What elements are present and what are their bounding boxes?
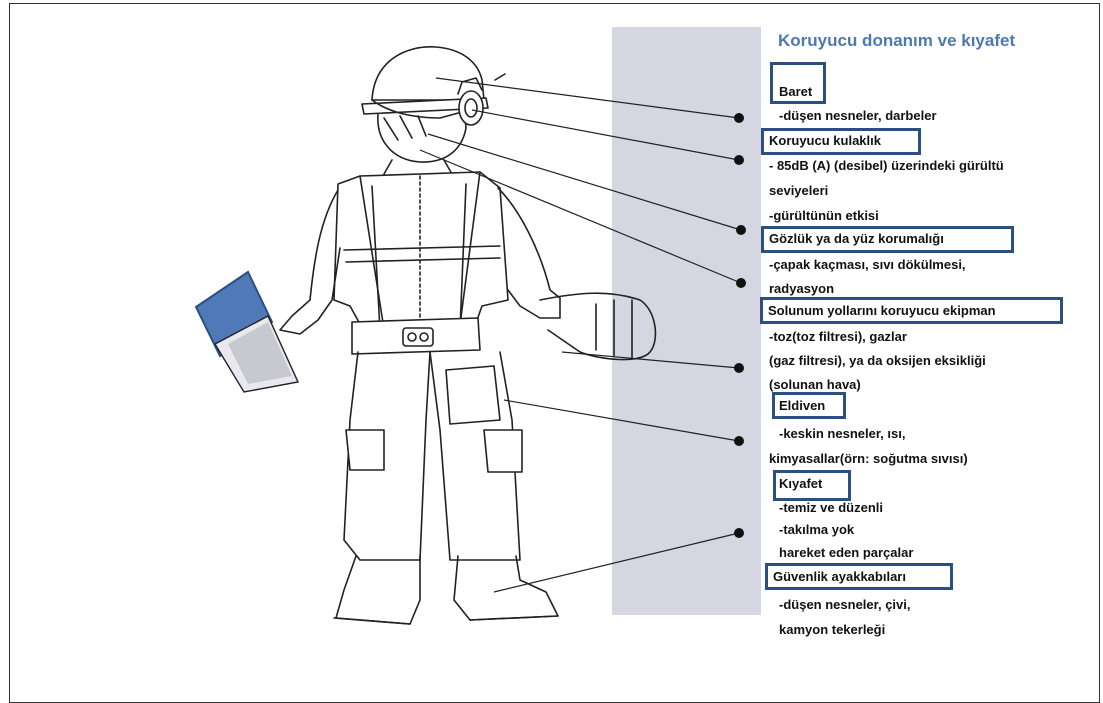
item-label-kiyafet: Kıyafet xyxy=(779,476,823,491)
item-desc: -toz(toz filtresi), gazlar xyxy=(769,329,907,344)
callout-dot xyxy=(734,436,744,446)
callout-dot xyxy=(734,363,744,373)
item-desc: -çapak kaçması, sıvı dökülmesi, xyxy=(769,257,966,272)
item-label-baret: Baret xyxy=(779,84,813,99)
callout-dot xyxy=(736,278,746,288)
highlight-box xyxy=(761,226,1014,253)
item-desc: kamyon tekerleği xyxy=(779,622,886,637)
callout-dot xyxy=(734,113,744,123)
item-label-ayakkabi: Güvenlik ayakkabıları xyxy=(773,569,906,584)
item-desc: (gaz filtresi), ya da oksijen eksikliği xyxy=(769,353,986,368)
item-desc: -keskin nesneler, ısı, xyxy=(779,426,906,441)
item-label-eldiven: Eldiven xyxy=(779,398,826,413)
highlight-box xyxy=(761,128,921,155)
item-label-solunum: Solunum yollarını koruyucu ekipman xyxy=(768,303,996,318)
item-desc: -düşen nesneler, darbeler xyxy=(779,108,937,123)
item-label-gozluk: Gözlük ya da yüz korumalığı xyxy=(769,231,944,246)
worker-illustration xyxy=(194,46,742,625)
callout-dot xyxy=(734,155,744,165)
item-desc: -düşen nesneler, çivi, xyxy=(779,597,911,612)
diagram-title: Koruyucu donanım ve kıyafet xyxy=(778,31,1016,50)
page-frame xyxy=(9,3,1100,703)
highlight-box xyxy=(760,297,1063,324)
item-desc: -gürültünün etkisi xyxy=(769,208,879,223)
item-desc: -takılma yok xyxy=(779,522,855,537)
item-desc: kimyasallar(örn: soğutma sıvısı) xyxy=(769,451,968,466)
item-desc: (solunan hava) xyxy=(769,377,861,392)
item-desc: radyasyon xyxy=(769,281,835,296)
item-desc: -temiz ve düzenli xyxy=(779,500,884,515)
highlight-box xyxy=(770,62,826,104)
callout-dot xyxy=(734,528,744,538)
callout-dot xyxy=(736,225,746,235)
highlight-box xyxy=(765,563,953,590)
grey-band xyxy=(612,27,761,615)
item-desc: seviyeleri xyxy=(769,183,829,198)
item-desc: hareket eden parçalar xyxy=(779,545,914,560)
item-label-kulaklik: Koruyucu kulaklık xyxy=(769,133,881,148)
highlight-box xyxy=(773,470,851,501)
highlight-box xyxy=(772,392,846,419)
item-desc: - 85dB (A) (desibel) üzerindeki gürültü xyxy=(769,158,1004,173)
